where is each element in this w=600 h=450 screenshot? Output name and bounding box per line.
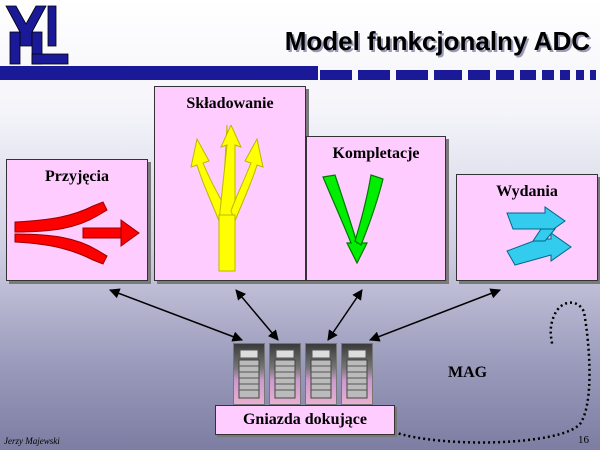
dock-device-icon xyxy=(233,343,265,405)
mag-loop xyxy=(393,301,591,444)
connector-kompletacje xyxy=(327,289,363,341)
merge-arrow-icon xyxy=(14,201,140,265)
stage-przyjecia-label: Przyjęcia xyxy=(45,168,109,185)
dock-device-icon xyxy=(305,343,337,405)
page-title: Model funkcjonalny ADC xyxy=(284,26,590,56)
stage-przyjecia: Przyjęcia xyxy=(6,159,148,281)
dock-label: Gniazda dokujące xyxy=(215,405,395,435)
stage-wydania: Wydania xyxy=(456,174,598,281)
title-divider xyxy=(0,66,596,80)
converge-arrow-icon xyxy=(322,174,384,265)
page-number: 16 xyxy=(578,434,589,446)
dock-device-icon xyxy=(269,343,301,405)
connector-przyjecia xyxy=(109,288,243,342)
page-title-shadow: Model funkcjonalny ADC xyxy=(286,28,592,58)
mag-label: MAG xyxy=(448,364,488,381)
stage-skladowanie: Składowanie xyxy=(154,86,306,281)
stage-wydania-label: Wydania xyxy=(496,183,558,200)
dock-device-icon xyxy=(341,343,373,405)
stage-kompletacje: Kompletacje xyxy=(306,136,446,281)
stage-skladowanie-label: Składowanie xyxy=(186,95,274,112)
connector-wydania xyxy=(369,288,501,342)
zigzag-arrow-icon xyxy=(506,206,572,266)
logo-icon xyxy=(5,5,69,65)
stage-kompletacje-label: Kompletacje xyxy=(332,145,420,162)
author-credit: Jerzy Majewski xyxy=(4,436,60,446)
trident-arrow-icon xyxy=(190,125,264,272)
connector-skladowanie xyxy=(235,289,279,341)
